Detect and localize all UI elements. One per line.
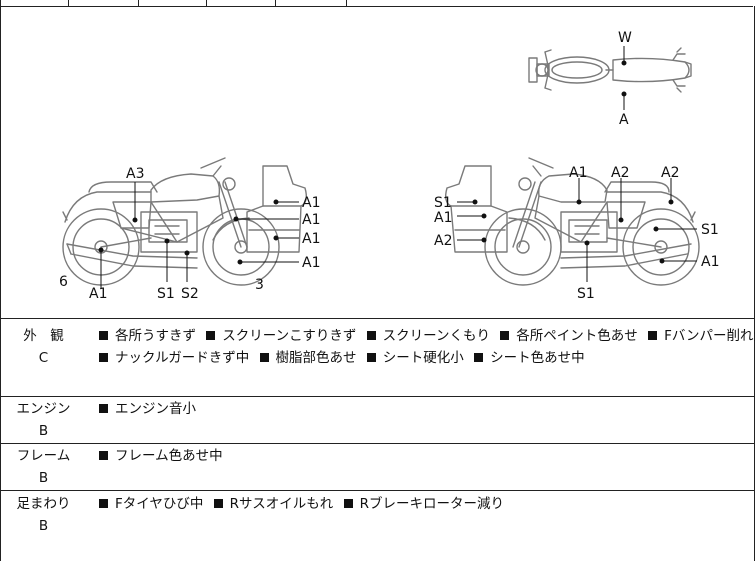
left-side-motorcycle-icon [62, 157, 308, 286]
damage-diagram: W A A3 A1 A1 A1 A1 6 A1 S1 S2 3 A1 A2 A2… [0, 6, 755, 319]
finding-item: 各所ペイント色あせ [516, 328, 638, 344]
findings: 各所うすきず スクリーンこすりきず スクリーンくもり 各所ペイント色あせ Fバン… [99, 325, 755, 369]
section-engine: エンジン B エンジン音小 [0, 397, 755, 444]
findings-line: エンジン音小 [99, 398, 746, 420]
finding-item: フレーム色あせ中 [115, 448, 223, 464]
previous-table-edge [0, 0, 753, 7]
section-exterior: 外 観 C 各所うすきず スクリーンこすりきず スクリーンくもり 各所ペイント色… [0, 319, 755, 397]
label-top-rear: A [619, 112, 629, 128]
label-left-4: A1 [302, 255, 320, 271]
findings-line: ナックルガードきず中 樹脂部色あせ シート硬化小 シート色あせ中 [99, 347, 746, 369]
label-left-8: S2 [181, 286, 199, 302]
label-right-0: A1 [569, 165, 587, 181]
label-right-5: A2 [434, 233, 452, 249]
section-frame: フレーム B フレーム色あせ中 [0, 444, 755, 491]
label-left-2: A1 [302, 212, 320, 228]
label-left-5: 6 [59, 274, 68, 290]
category-cell: エンジン B [1, 398, 86, 442]
category-cell: 外 観 C [1, 325, 86, 369]
category-name: 外 観 [23, 328, 64, 344]
motorcycle-diagram-svg: W A A3 A1 A1 A1 A1 6 A1 S1 S2 3 A1 A2 A2… [59, 30, 719, 302]
findings: Fタイヤひび中 Rサスオイルもれ Rブレーキローター減り [99, 493, 746, 515]
label-right-4: A1 [434, 210, 452, 226]
finding-item: Fバンパー削れ大 [664, 328, 755, 344]
category-grade: B [38, 518, 49, 534]
finding-item: Rブレーキローター減り [359, 496, 504, 512]
findings: エンジン音小 [99, 398, 746, 420]
label-right-1: A2 [611, 165, 629, 181]
finding-item: スクリーンこすりきず [222, 328, 357, 344]
label-right-7: A1 [701, 254, 719, 270]
label-right-6: S1 [701, 222, 719, 238]
findings: フレーム色あせ中 [99, 445, 746, 467]
label-left-1: A1 [302, 195, 320, 211]
category-name: フレーム [16, 448, 71, 464]
label-left-3: A1 [302, 231, 320, 247]
label-left-6: A1 [89, 286, 107, 302]
category-grade: C [38, 350, 49, 366]
category-name: エンジン [16, 401, 71, 417]
finding-item: スクリーンくもり [382, 328, 490, 344]
right-side-motorcycle-icon [444, 157, 700, 286]
findings-line: Fタイヤひび中 Rサスオイルもれ Rブレーキローター減り [99, 493, 746, 515]
label-right-3: S1 [434, 195, 452, 211]
finding-item: 各所うすきず [115, 328, 196, 344]
label-right-8: S1 [577, 286, 595, 302]
finding-item: Fタイヤひび中 [115, 496, 204, 512]
findings-line: 各所うすきず スクリーンこすりきず スクリーンくもり 各所ペイント色あせ Fバン… [99, 325, 755, 347]
category-cell: フレーム B [1, 445, 86, 489]
category-grade: B [38, 470, 49, 486]
finding-item: シート色あせ中 [490, 350, 585, 366]
finding-item: シート硬化小 [382, 350, 464, 366]
finding-item: エンジン音小 [115, 401, 196, 417]
category-name: 足まわり [16, 496, 71, 512]
label-left-7: S1 [157, 286, 175, 302]
label-top-front: W [618, 30, 632, 46]
category-grade: B [38, 423, 49, 439]
findings-line: フレーム色あせ中 [99, 445, 746, 467]
section-suspension: 足まわり B Fタイヤひび中 Rサスオイルもれ Rブレーキローター減り [0, 491, 755, 561]
label-right-2: A2 [661, 165, 679, 181]
top-view-motorcycle-icon [528, 47, 692, 93]
finding-item: Rサスオイルもれ [229, 496, 334, 512]
finding-item: 樹脂部色あせ [275, 350, 357, 366]
finding-item: ナックルガードきず中 [115, 350, 250, 366]
label-left-9: 3 [255, 277, 264, 293]
category-cell: 足まわり B [1, 493, 86, 537]
label-left-0: A3 [126, 166, 144, 182]
